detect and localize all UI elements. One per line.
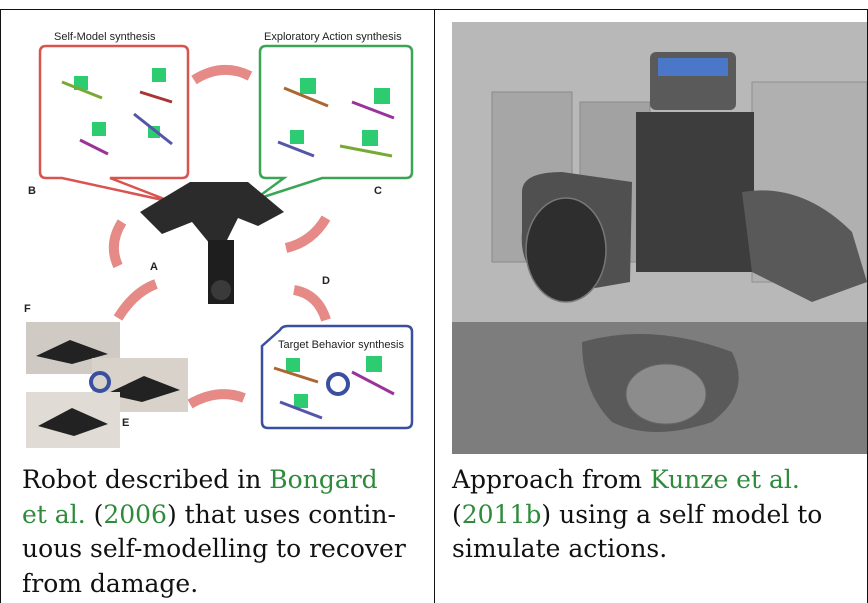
exploratory-glyphs [277,78,395,158]
left-caption-paren: ( [85,499,104,529]
right-caption-text-1: Approach from [452,465,650,494]
right-caption-text-3: simulate actions. [452,534,668,563]
right-caption-text-2: ) using a self model to [541,499,823,529]
label-a: A [150,261,158,273]
left-caption-text-3: uous self-modelling to recover [22,534,406,563]
left-caption-text-4: from damage. [22,568,199,598]
self-model-glyphs [61,68,173,156]
exploratory-title: Exploratory Action synthesis [264,31,402,43]
target-title: Target Behavior synthesis [278,339,404,351]
arrow-2 [108,219,127,269]
left-caption: Robot described in Bongard et al. (2006)… [22,463,422,601]
table-left-rule [0,9,1,603]
citation-bongard[interactable]: Bongard [269,465,378,494]
citation-bongard-etal[interactable]: et al. [22,499,86,529]
citation-year-2006[interactable]: 2006 [103,499,167,529]
arrow-3 [284,215,331,253]
citation-kunze[interactable]: Kunze et al. [649,465,800,494]
right-caption: Approach from Kunze et al. (2011b) using… [452,463,862,567]
self-model-title: Self-Model synthesis [54,31,156,43]
label-d: D [322,275,330,287]
robot-illustration [140,182,284,304]
table-middle-rule [434,9,435,603]
target-glyphs [273,356,395,420]
arrow-6 [113,279,158,321]
label-e: E [122,417,129,429]
label-c: C [374,185,382,197]
arrow-4 [292,285,331,322]
label-f: F [24,303,31,315]
self-model-diagram: Self-Model synthesis B Exploratory Actio… [24,31,414,448]
self-model-figure: Self-Model synthesis B Exploratory Actio… [22,22,422,452]
citation-year-2011b[interactable]: 2011b [461,499,542,529]
arrow-5 [187,389,246,409]
arrow-1 [191,65,253,85]
simulation-render [452,22,867,454]
left-caption-text-2: ) that uses contin- [166,499,396,529]
left-caption-text-1: Robot described in [22,465,270,494]
robot-photos [26,322,188,448]
right-caption-paren: ( [452,499,462,529]
kunze-simulation-image [452,22,867,454]
label-b: B [28,185,36,197]
green-bubble [253,44,414,202]
